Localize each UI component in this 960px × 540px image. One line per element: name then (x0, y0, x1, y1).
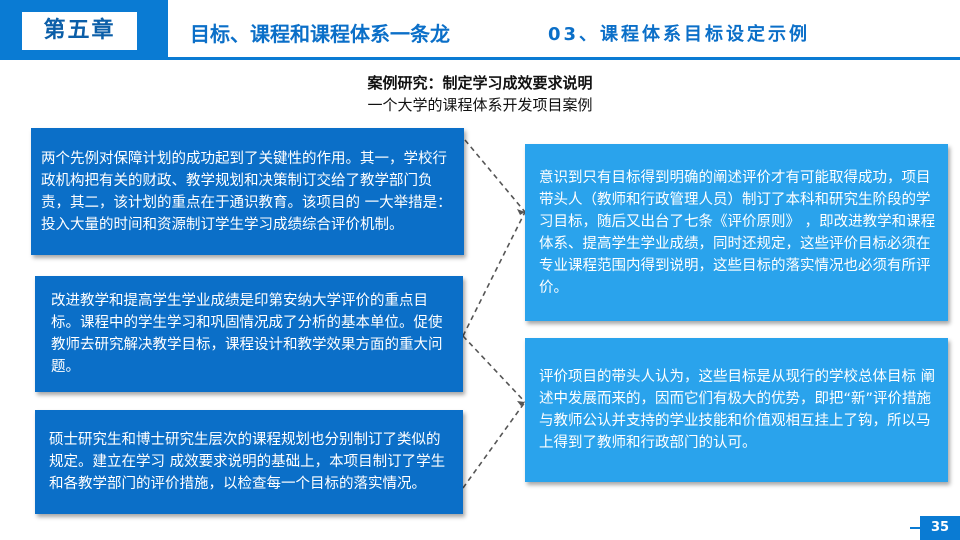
page-number: 35 (920, 516, 960, 540)
connector-box3-box5 (462, 401, 526, 489)
page-number-line (910, 527, 920, 529)
left-text-box-1: 两个先例对保障计划的成功起到了关键性的作用。其一，学校行政机构把有关的财政、教学… (31, 128, 464, 255)
left-text-box-3-text: 硕士研究生和博士研究生层次的课程规划也分别制订了类似的规定。建立在学习 成效要求… (49, 432, 446, 492)
left-text-box-2-text: 改进教学和提高学生学业成绩是印第安纳大学评价的重点目标。课程中的学生学习和巩固情… (51, 293, 443, 375)
left-text-box-1-text: 两个先例对保障计划的成功起到了关键性的作用。其一，学校行政机构把有关的财政、教学… (41, 150, 452, 233)
case-subtitle: 一个大学的课程体系开发项目案例 (367, 96, 593, 114)
chapter-label: 第五章 (22, 12, 137, 50)
right-text-box-1-text: 意识到只有目标得到明确的阐述评价才有可能取得成功，项目带头人（教师和行政管理人员… (539, 169, 936, 296)
left-text-box-2: 改进教学和提高学生学业成绩是印第安纳大学评价的重点目标。课程中的学生学习和巩固情… (35, 276, 463, 392)
case-title: 案例研究：制定学习成效要求说明 (367, 74, 593, 92)
right-text-box-1: 意识到只有目标得到明确的阐述评价才有可能取得成功，项目带头人（教师和行政管理人员… (525, 144, 948, 321)
connector-box2-box5 (462, 335, 526, 403)
page-title: 目标、课程和课程体系一条龙 (190, 22, 450, 46)
left-text-box-3: 硕士研究生和博士研究生层次的课程规划也分别制订了类似的规定。建立在学习 成效要求… (35, 410, 463, 514)
connector-arrow-box4 (517, 209, 525, 215)
header-divider (168, 57, 960, 60)
connector-box2-box4 (462, 211, 526, 337)
right-text-box-2: 评价项目的带头人认为，这些目标是从现行的学校总体目标 阐述中发展而来的，因而它们… (525, 338, 948, 482)
right-text-box-2-text: 评价项目的带头人认为，这些目标是从现行的学校总体目标 阐述中发展而来的，因而它们… (539, 369, 936, 451)
section-title: 03、课程体系目标设定示例 (548, 24, 811, 45)
connector-box1-box4 (464, 139, 526, 213)
connector-arrow-box5 (517, 401, 525, 406)
chapter-tab: 第五章 (0, 0, 168, 60)
